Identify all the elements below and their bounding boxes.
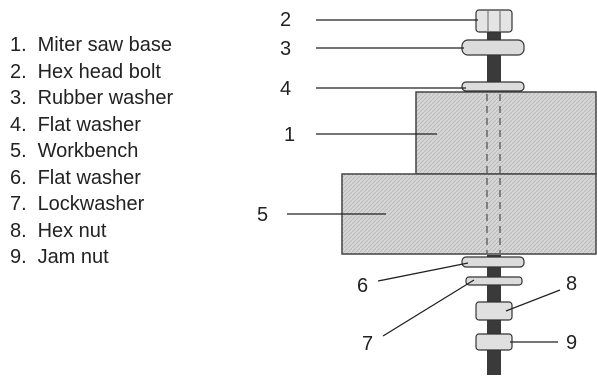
- callout-2: 2: [280, 9, 291, 31]
- flat-washer-bottom: [461, 256, 525, 268]
- legend-number: 1.: [10, 34, 27, 56]
- callout-1: 1: [284, 124, 295, 146]
- legend-item: 9. Jam nut: [10, 244, 173, 271]
- rubber-washer: [461, 39, 525, 56]
- legend-label: Jam nut: [37, 246, 109, 268]
- lockwasher: [465, 276, 523, 286]
- hex-head-bolt-head: [475, 9, 513, 33]
- legend-label: Flat washer: [37, 113, 141, 136]
- legend-number: 7.: [10, 193, 27, 215]
- leader-line-7: [382, 279, 475, 337]
- callout-3: 3: [280, 38, 291, 60]
- callout-7: 7: [362, 333, 373, 355]
- legend-number: 4.: [10, 113, 27, 136]
- legend-label: Workbench: [37, 140, 139, 162]
- callout-4: 4: [280, 78, 291, 100]
- legend-item: 2. Hex head bolt: [10, 59, 173, 86]
- flat-washer-top: [461, 81, 525, 92]
- legend-label: Rubber washer: [37, 87, 174, 109]
- miter-saw-base: [415, 91, 597, 175]
- leader-line-6: [377, 262, 469, 282]
- legend-number: 5.: [10, 140, 27, 162]
- legend-item: 1. Miter saw base: [10, 32, 173, 59]
- callout-6: 6: [357, 275, 368, 297]
- legend-number: 6.: [10, 166, 27, 189]
- legend-number: 9.: [10, 246, 27, 268]
- leader-line-8: [505, 289, 561, 312]
- hex-nut: [475, 301, 513, 321]
- legend-label: Miter saw base: [37, 34, 173, 56]
- callout-9: 9: [566, 332, 577, 354]
- legend-item: 3. Rubber washer: [10, 85, 173, 112]
- legend-item: 7. Lockwasher: [10, 191, 173, 218]
- legend-number: 3.: [10, 87, 27, 109]
- parts-legend: 1. Miter saw base 2. Hex head bolt 3. Ru…: [10, 32, 173, 271]
- callout-8: 8: [566, 273, 577, 295]
- legend-label: Flat washer: [37, 166, 141, 189]
- legend-item: 5. Workbench: [10, 138, 173, 165]
- callout-5: 5: [257, 204, 268, 226]
- legend-item: 8. Hex nut: [10, 218, 173, 245]
- legend-item: 6. Flat washer: [10, 165, 173, 192]
- legend-number: 2.: [10, 60, 27, 83]
- legend-label: Hex head bolt: [37, 60, 161, 83]
- legend-label: Hex nut: [37, 219, 107, 242]
- legend-number: 8.: [10, 219, 27, 242]
- jam-nut: [475, 333, 513, 351]
- legend-label: Lockwasher: [37, 193, 145, 215]
- bolt-shaft-top: [487, 22, 501, 90]
- legend-item: 4. Flat washer: [10, 112, 173, 139]
